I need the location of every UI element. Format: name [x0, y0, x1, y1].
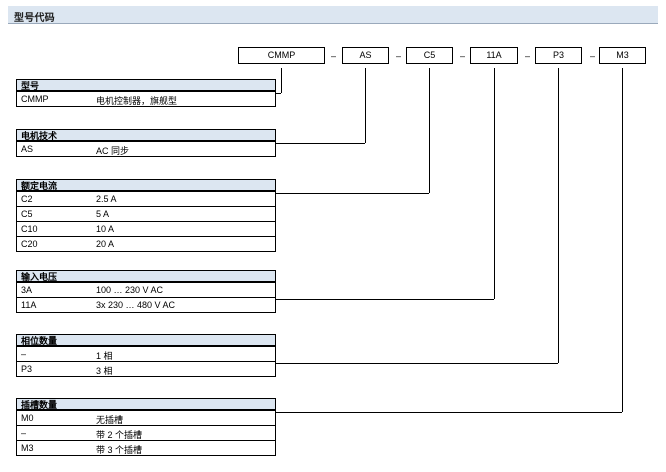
code-segment-1: AS — [342, 47, 389, 64]
table-row: – 带 2 个插槽 — [16, 426, 276, 441]
cell-description: 电机控制器，旗舰型 — [96, 96, 178, 106]
cell-description: 3 相 — [96, 366, 113, 376]
cell-code: C20 — [21, 239, 38, 249]
rated-current-connector-vertical — [429, 68, 430, 193]
table-row: CMMP 电机控制器，旗舰型 — [16, 92, 276, 107]
cell-code: – — [21, 428, 27, 438]
table-row: AS AC 同步 — [16, 142, 276, 157]
cell-description: 1 相 — [96, 351, 113, 361]
table-rated-current-title: 额定电流 — [16, 179, 276, 192]
cell-description: 无插槽 — [96, 415, 124, 425]
cell-code: C5 — [21, 209, 33, 219]
table-slot-count: 插槽数量 M0 无插槽 – 带 2 个插槽 M3 带 3 个插槽 — [16, 398, 276, 456]
table-phase-count: 相位数量 – 1 相 P3 3 相 — [16, 334, 276, 377]
table-row: M3 带 3 个插槽 — [16, 441, 276, 456]
page-title: 型号代码 — [14, 13, 55, 24]
code-separator-3: – — [525, 51, 531, 61]
table-model: 型号 CMMP 电机控制器，旗舰型 — [16, 79, 276, 107]
phase-count-connector-horizontal — [276, 363, 558, 364]
table-input-voltage: 输入电压 3A 100 … 230 V AC 11A 3x 230 … 480 V AC — [16, 270, 276, 313]
cell-description: 带 3 个插槽 — [96, 445, 143, 455]
slot-count-connector-vertical — [622, 68, 623, 412]
cell-code: 11A — [21, 300, 37, 310]
table-row: 3A 100 … 230 V AC — [16, 283, 276, 298]
table-rated-current: 额定电流 C2 2.5 A C5 5 A C10 10 A C20 20 A — [16, 179, 276, 252]
table-motor-technology: 电机技术 AS AC 同步 — [16, 129, 276, 157]
code-segment-3: 11A — [470, 47, 518, 64]
cell-code: AS — [21, 144, 34, 154]
cell-code: C2 — [21, 194, 33, 204]
cell-description: 20 A — [96, 239, 115, 249]
table-row: C2 2.5 A — [16, 192, 276, 207]
code-separator-0: – — [331, 51, 337, 61]
cell-code: M0 — [21, 413, 34, 423]
phase-count-connector-vertical — [558, 68, 559, 363]
table-row: C20 20 A — [16, 237, 276, 252]
cell-code: M3 — [21, 443, 34, 453]
input-voltage-connector-horizontal — [276, 299, 494, 300]
code-separator-2: – — [460, 51, 466, 61]
model-connector-vertical — [281, 68, 282, 93]
cell-code: C10 — [21, 224, 38, 234]
cell-description: AC 同步 — [96, 146, 130, 156]
code-segment-5: M3 — [599, 47, 646, 64]
cell-description: 2.5 A — [96, 194, 117, 204]
cell-code: – — [21, 349, 27, 359]
code-separator-1: – — [396, 51, 402, 61]
input-voltage-connector-vertical — [494, 68, 495, 299]
table-row: 11A 3x 230 … 480 V AC — [16, 298, 276, 313]
table-input-voltage-title: 输入电压 — [16, 270, 276, 283]
table-row: M0 无插槽 — [16, 411, 276, 426]
cell-code: 3A — [21, 285, 33, 295]
motor-technology-connector-vertical — [365, 68, 366, 143]
cell-description: 10 A — [96, 224, 115, 234]
table-motor-technology-title: 电机技术 — [16, 129, 276, 142]
table-slot-count-title: 插槽数量 — [16, 398, 276, 411]
cell-description: 100 … 230 V AC — [96, 285, 164, 295]
cell-code: CMMP — [21, 94, 49, 104]
code-segment-2: C5 — [406, 47, 453, 64]
rated-current-connector-horizontal — [276, 193, 429, 194]
table-row: C5 5 A — [16, 207, 276, 222]
table-phase-count-title: 相位数量 — [16, 334, 276, 347]
cell-description: 5 A — [96, 209, 110, 219]
section-header-bar — [8, 6, 658, 24]
cell-code: P3 — [21, 364, 33, 374]
slot-count-connector-horizontal — [276, 412, 622, 413]
motor-technology-connector-horizontal — [276, 143, 365, 144]
model-connector-horizontal — [276, 93, 281, 94]
cell-description: 带 2 个插槽 — [96, 430, 143, 440]
code-segment-0: CMMP — [238, 47, 325, 64]
table-row: – 1 相 — [16, 347, 276, 362]
code-segment-4: P3 — [535, 47, 582, 64]
table-model-title: 型号 — [16, 79, 276, 92]
code-separator-4: – — [590, 51, 596, 61]
table-row: C10 10 A — [16, 222, 276, 237]
table-row: P3 3 相 — [16, 362, 276, 377]
cell-description: 3x 230 … 480 V AC — [96, 300, 176, 310]
